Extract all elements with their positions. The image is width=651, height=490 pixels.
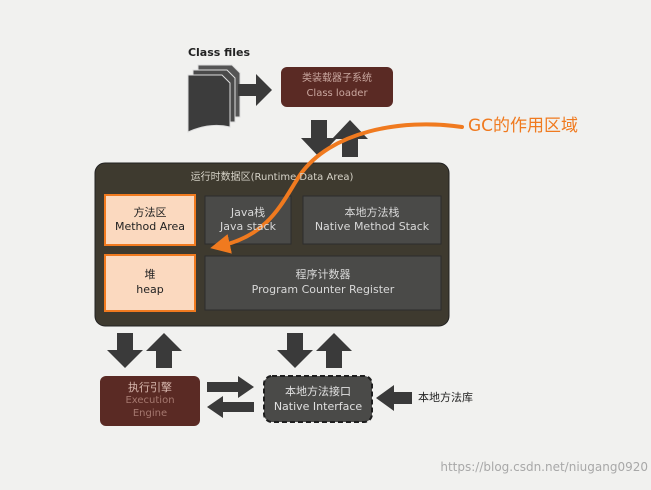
- execution-engine-en1: Execution: [125, 395, 175, 406]
- pc-register-en: Program Counter Register: [251, 283, 395, 296]
- arrow-runtime-to-engine: [107, 333, 143, 368]
- execution-engine-en2: Engine: [132, 408, 168, 419]
- class-loader-en: Class loader: [306, 88, 368, 99]
- method-area-en: Method Area: [114, 220, 186, 233]
- gc-curve-arrow: [210, 122, 464, 254]
- native-method-stack-cn: 本地方法栈: [344, 206, 400, 219]
- gc-callout-label: GC的作用区域: [468, 116, 579, 136]
- execution-engine-box: [100, 376, 200, 426]
- heap-cn: 堆: [144, 268, 156, 281]
- native-library-label: 本地方法库: [418, 391, 473, 404]
- arrow-library-to-interface: [376, 385, 412, 411]
- native-interface-cn: 本地方法接口: [285, 385, 351, 398]
- native-method-stack-box: [302, 195, 442, 245]
- class-files-label: Class files: [187, 46, 251, 59]
- heap-box: [104, 254, 196, 312]
- arrow-runtime-to-interface: [277, 333, 313, 368]
- class-files-icon: [187, 64, 241, 133]
- execution-engine-cn: 执行引擎: [128, 381, 172, 394]
- arrow-loader-down: [301, 120, 337, 157]
- pc-register-cn: 程序计数器: [295, 268, 351, 281]
- arrow-engine-to-runtime: [146, 333, 182, 368]
- java-stack-cn: Java栈: [230, 206, 266, 219]
- arrow-to-class-loader: [238, 74, 272, 106]
- runtime-area-title: 运行时数据区(Runtime Data Area): [190, 172, 354, 183]
- pc-register-box: [204, 255, 442, 311]
- arrow-interface-to-runtime: [316, 333, 352, 368]
- arrow-engine-to-interface: [207, 376, 254, 398]
- native-interface-box: [263, 375, 373, 423]
- class-loader-box: [281, 67, 393, 107]
- watermark: https://blog.csdn.net/niugang0920: [440, 460, 648, 474]
- method-area-cn: 方法区: [133, 206, 167, 219]
- native-interface-en: Native Interface: [273, 400, 363, 413]
- method-area-box: [104, 194, 196, 246]
- java-stack-en: Java stack: [220, 220, 276, 233]
- arrow-interface-to-engine: [207, 396, 254, 418]
- native-method-stack-en: Native Method Stack: [314, 220, 430, 233]
- class-loader-cn: 类装载器子系统: [302, 73, 372, 84]
- heap-en: heap: [136, 283, 164, 296]
